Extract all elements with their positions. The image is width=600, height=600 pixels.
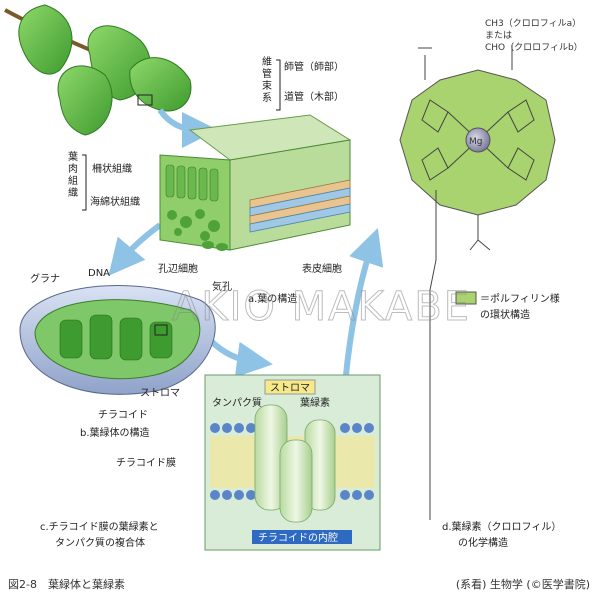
thylakoid-label: チラコイド — [98, 409, 148, 421]
palisade-label: 柵状組織 — [92, 162, 132, 175]
mesophyll-char-1: 葉 — [68, 150, 78, 163]
vascular-bundle-char-1: 維 — [262, 55, 272, 68]
leaf-branch-illustration — [4, 4, 192, 136]
chem-top-line-3: CHO（クロロフィルb） — [485, 42, 583, 53]
epidermis-label: 表皮細胞 — [302, 262, 342, 275]
membrane-caption-line-2: タンパク質の複合体 — [55, 536, 145, 549]
chloroplast-caption: b.葉緑体の構造 — [80, 426, 150, 439]
legend-line-1: ＝ポルフィリン様 — [480, 292, 560, 305]
arrow-tissue-to-chloroplast — [108, 222, 162, 276]
mesophyll-label-group: 葉 肉 組 織 — [68, 150, 87, 211]
figure-caption: 図2-8 葉緑体と葉緑素 — [8, 578, 125, 591]
vascular-bundle-char-4: 系 — [262, 92, 272, 104]
arrow-membrane-to-chemistry — [342, 227, 384, 386]
xylem-label: 道管（木部） — [284, 90, 344, 103]
thylakoid-membrane-label: チラコイド膜 — [116, 457, 176, 469]
lumen-label: チラコイドの内腔 — [258, 531, 338, 544]
chlorophyll-structure — [399, 45, 556, 520]
mesophyll-char-4: 織 — [68, 186, 78, 199]
mesophyll-char-3: 組 — [68, 174, 78, 187]
chem-caption-line-2: の化学構造 — [458, 536, 508, 549]
vascular-bundle-char-3: 束 — [262, 80, 272, 92]
stoma-label: 気孔 — [212, 280, 232, 293]
protein-label: タンパク質 — [212, 396, 262, 409]
legend-swatch — [455, 291, 477, 305]
chlorophyll-box-label: 葉緑素 — [300, 396, 330, 409]
thylakoid-membrane-panel — [204, 374, 381, 551]
vascular-bundle-label-group: 維 管 束 系 — [262, 55, 281, 111]
stroma-chloroplast-label: ストロマ — [140, 388, 180, 399]
spongy-label: 海綿状組織 — [90, 195, 140, 208]
mg-label: Mg — [469, 137, 482, 147]
phloem-label: 師管（師部） — [284, 60, 344, 73]
copyright-notice: (系看) 生物学 (©医学書院) — [455, 578, 590, 591]
chem-top-line-1: CH3（クロロフィルa） — [485, 18, 581, 29]
arrow-chloroplast-to-membrane — [207, 337, 273, 378]
chem-top-line-2: または — [485, 30, 512, 41]
watermark: AKIO MAKABE — [172, 284, 471, 330]
leaf-caption: a.葉の構造 — [248, 292, 297, 305]
legend-line-2: の環状構造 — [480, 308, 530, 321]
grana-label: グラナ — [30, 272, 60, 285]
guard-cell-label: 孔辺細胞 — [158, 262, 198, 275]
mesophyll-char-2: 肉 — [68, 162, 78, 175]
chem-caption-line-1: d.葉緑素（クロロフィル） — [442, 520, 561, 533]
stroma-box-label: ストロマ — [270, 383, 310, 394]
chloroplast-illustration — [19, 285, 216, 395]
dna-label: DNA — [88, 268, 110, 279]
membrane-caption-line-1: c.チラコイド膜の葉緑素と — [40, 520, 159, 533]
arrow-leaf-to-tissue — [157, 108, 218, 148]
vascular-bundle-char-2: 管 — [262, 67, 272, 80]
leaf-cross-section — [159, 114, 352, 251]
